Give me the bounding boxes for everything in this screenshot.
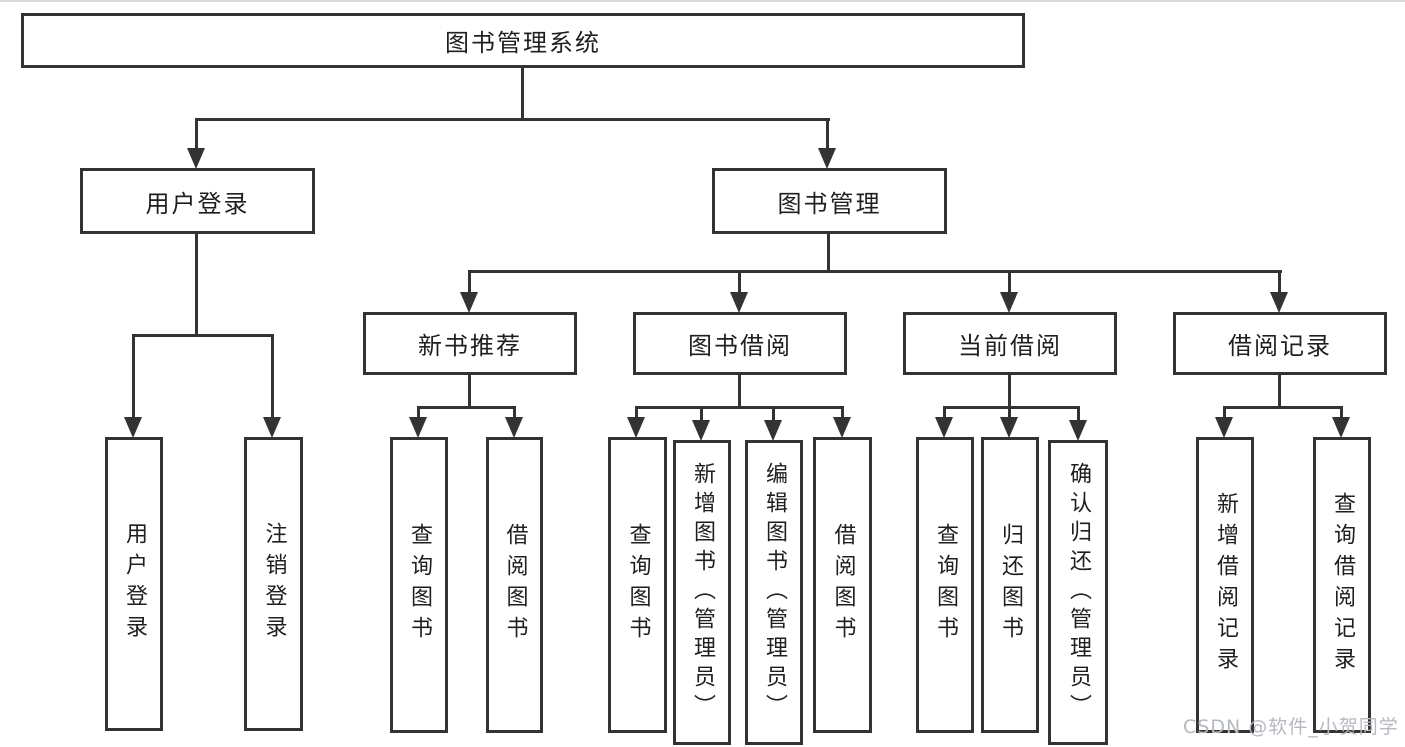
- connector-drop: [1008, 270, 1011, 296]
- connector-stem: [827, 234, 830, 273]
- arrowhead: [764, 420, 782, 441]
- leaf-user-login-label: 用户登录: [122, 522, 147, 646]
- connector-drop: [195, 118, 198, 152]
- connector-drop: [1077, 406, 1080, 422]
- connector-bar: [468, 270, 1282, 273]
- arrowhead: [627, 417, 645, 438]
- node-borrowing-records: 借阅记录: [1173, 312, 1387, 375]
- node-root: 图书管理系统: [21, 13, 1025, 68]
- leaf-add-borrow-record: 新增借阅记录: [1196, 437, 1254, 733]
- leaf-query-books-2-label: 查询图书: [625, 523, 651, 647]
- leaf-query-borrow-record-label: 查询借阅记录: [1330, 492, 1355, 678]
- connector-drop: [417, 406, 420, 419]
- arrowhead: [818, 148, 836, 169]
- leaf-return-books-label: 归还图书: [998, 523, 1023, 647]
- connector-drop: [738, 270, 741, 296]
- node-book-management: 图书管理: [712, 168, 947, 234]
- node-root-label: 图书管理系统: [445, 29, 601, 57]
- connector-bar: [195, 118, 830, 121]
- connector-drop: [635, 406, 638, 419]
- node-book-borrowing: 图书借阅: [633, 312, 847, 375]
- arrowhead: [1270, 292, 1288, 313]
- connector-drop: [1223, 406, 1226, 419]
- node-user-login: 用户登录: [80, 168, 315, 234]
- arrowhead: [1332, 417, 1350, 438]
- leaf-edit-books-admin: 编辑图书（管理员）: [745, 440, 803, 745]
- leaf-return-books: 归还图书: [981, 437, 1039, 733]
- connector-drop: [132, 334, 135, 420]
- leaf-query-borrow-record: 查询借阅记录: [1313, 437, 1371, 733]
- leaf-add-books-admin: 新增图书（管理员）: [673, 440, 731, 745]
- arrowhead: [187, 148, 205, 169]
- connector-drop: [513, 406, 516, 419]
- arrowhead: [1069, 420, 1087, 441]
- connector-drop: [1278, 270, 1281, 296]
- leaf-logout-label: 注销登录: [261, 522, 287, 646]
- connector-bar: [943, 406, 1080, 409]
- csdn-watermark: CSDN @软件_小贺同学: [1183, 716, 1399, 738]
- arrowhead: [124, 417, 142, 438]
- arrowhead: [505, 417, 523, 438]
- leaf-user-login: 用户登录: [105, 437, 163, 731]
- connector-drop: [271, 334, 274, 420]
- leaf-edit-books-admin-label: 编辑图书（管理员）: [762, 462, 787, 723]
- arrowhead: [730, 292, 748, 313]
- connector-bar: [1223, 406, 1343, 409]
- leaf-query-books-3: 查询图书: [916, 437, 974, 733]
- connector-drop: [943, 406, 946, 419]
- connector-drop: [826, 118, 829, 152]
- top-border-line: [0, 0, 1405, 2]
- arrowhead: [833, 417, 851, 438]
- leaf-confirm-return-admin: 确认归还（管理员）: [1048, 440, 1108, 745]
- leaf-add-books-admin-label: 新增图书（管理员）: [690, 462, 715, 723]
- connector-drop: [700, 406, 703, 422]
- leaf-query-books-1-label: 查询图书: [407, 523, 432, 647]
- leaf-query-books-1: 查询图书: [390, 437, 448, 733]
- arrowhead: [1000, 292, 1018, 313]
- arrowhead: [409, 417, 427, 438]
- connector-drop: [1340, 406, 1343, 419]
- connector-stem: [1278, 375, 1281, 408]
- leaf-borrow-books-2-label: 借阅图书: [830, 523, 856, 647]
- connector-stem: [468, 375, 471, 408]
- connector-bar: [417, 406, 516, 409]
- leaf-add-borrow-record-label: 新增借阅记录: [1213, 492, 1238, 678]
- arrowhead: [1215, 417, 1233, 438]
- node-book-management-label: 图书管理: [777, 189, 882, 218]
- connector-drop: [468, 270, 471, 296]
- leaf-borrow-books-1-label: 借阅图书: [502, 523, 528, 647]
- node-new-book-recommend-label: 新书推荐: [418, 332, 522, 360]
- node-new-book-recommend: 新书推荐: [363, 312, 577, 375]
- arrowhead: [692, 420, 710, 441]
- node-book-borrowing-label: 图书借阅: [688, 332, 792, 360]
- node-current-borrowing: 当前借阅: [903, 312, 1117, 375]
- connector-drop: [1008, 406, 1011, 419]
- connector-stem: [521, 67, 524, 120]
- arrowhead: [1000, 417, 1018, 438]
- node-current-borrowing-label: 当前借阅: [958, 332, 1062, 360]
- leaf-logout: 注销登录: [244, 437, 303, 731]
- leaf-confirm-return-admin-label: 确认归还（管理员）: [1066, 462, 1091, 723]
- leaf-query-books-3-label: 查询图书: [933, 523, 958, 647]
- arrowhead: [935, 417, 953, 438]
- arrowhead: [460, 292, 478, 313]
- node-borrowing-records-label: 借阅记录: [1228, 332, 1332, 360]
- connector-stem: [738, 375, 741, 408]
- connector-stem: [195, 234, 198, 337]
- leaf-borrow-books-2: 借阅图书: [813, 437, 872, 733]
- node-user-login-label: 用户登录: [145, 189, 250, 218]
- connector-drop: [772, 406, 775, 422]
- connector-bar: [132, 334, 274, 337]
- arrowhead: [263, 417, 281, 438]
- connector-bar: [635, 406, 844, 409]
- leaf-query-books-2: 查询图书: [608, 437, 667, 733]
- connector-drop: [841, 406, 844, 419]
- connector-stem: [1008, 375, 1011, 408]
- leaf-borrow-books-1: 借阅图书: [486, 437, 543, 733]
